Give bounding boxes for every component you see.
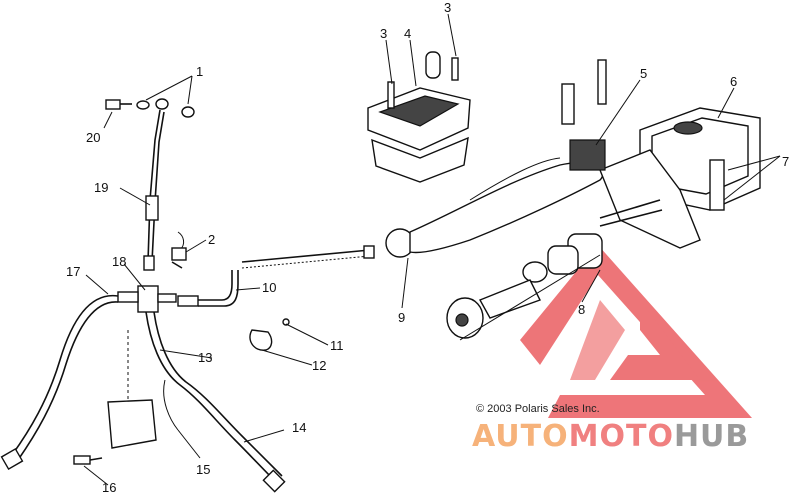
brake-line-19 (143, 109, 165, 271)
callout-13: 13 (198, 350, 212, 365)
callout-12: 12 (312, 358, 326, 373)
callout-17: 17 (66, 264, 80, 279)
callout-3-left: 3 (380, 26, 387, 41)
piston-assembly-8 (446, 199, 663, 341)
master-cylinder-6 (561, 59, 761, 249)
watermark-logo (520, 245, 752, 418)
callout-2: 2 (208, 232, 215, 247)
callout-8: 8 (578, 302, 585, 317)
bolt-20 (105, 98, 195, 118)
junction-block-18 (117, 285, 177, 313)
clamp-12 (249, 318, 290, 351)
brake-line-10 (177, 270, 239, 307)
callout-19: 19 (94, 180, 108, 195)
callout-9: 9 (398, 310, 405, 325)
callout-16: 16 (102, 480, 116, 495)
brake-switch-2 (171, 231, 187, 269)
plate-16 (73, 330, 157, 465)
callout-10: 10 (262, 280, 276, 295)
callout-20: 20 (86, 130, 100, 145)
callout-5: 5 (640, 66, 647, 81)
callout-14: 14 (292, 420, 306, 435)
watermark-hub: HUB (674, 419, 749, 454)
callout-4: 4 (404, 26, 411, 41)
callout-15: 15 (196, 462, 210, 477)
watermark-auto: AUTO (472, 419, 569, 454)
callout-3-right: 3 (444, 0, 451, 15)
callout-18: 18 (112, 254, 126, 269)
leader-lines (83, 13, 781, 486)
callout-11: 11 (330, 338, 344, 353)
copyright-text: © 2003 Polaris Sales Inc. (476, 403, 600, 415)
watermark-moto: MOTO (569, 419, 674, 454)
brake-cable (241, 245, 375, 269)
hose-17 (0, 294, 119, 471)
reservoir-cover-4 (367, 51, 471, 183)
callout-7: 7 (782, 154, 789, 169)
callout-6: 6 (730, 74, 737, 89)
brake-lever-9 (385, 157, 604, 258)
watermark-text: AUTOMOTOHUB (472, 419, 749, 454)
callout-1: 1 (196, 64, 203, 79)
